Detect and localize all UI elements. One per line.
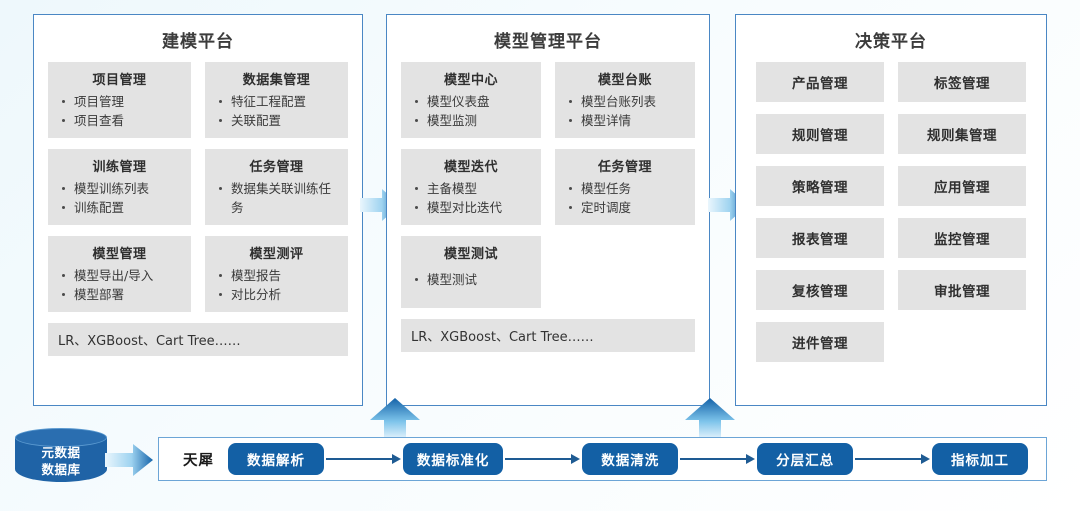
module-item-list: 项目管理 项目查看 xyxy=(56,92,183,130)
module-card-model-ledger[interactable]: 模型台账 模型台账列表 模型详情 xyxy=(555,62,695,138)
algorithms-strip-model-management: LR、XGBoost、Cart Tree…… xyxy=(401,319,695,352)
module-item[interactable]: 特征工程配置 xyxy=(219,92,340,111)
module-card-model-center[interactable]: 模型中心 模型仪表盘 模型监测 xyxy=(401,62,541,138)
module-card-model-iteration[interactable]: 模型迭代 主备模型 模型对比迭代 xyxy=(401,149,541,225)
module-card-placeholder xyxy=(555,236,695,308)
decision-button-rule-management[interactable]: 规则管理 xyxy=(756,114,884,154)
decision-button-tag-management[interactable]: 标签管理 xyxy=(898,62,1026,102)
module-title: 模型台账 xyxy=(597,73,652,88)
module-card-task-management[interactable]: 任务管理 模型任务 定时调度 xyxy=(555,149,695,225)
module-card-model-evaluation[interactable]: 模型测评 模型报告 对比分析 xyxy=(205,236,348,312)
cylinder-top xyxy=(15,428,107,447)
module-item[interactable]: 项目管理 xyxy=(62,92,183,111)
decision-button-product-management[interactable]: 产品管理 xyxy=(756,62,884,102)
arrow-pipeline-to-management xyxy=(683,396,737,442)
pipeline-connector-1 xyxy=(326,454,401,464)
pipeline-connector-4 xyxy=(855,454,930,464)
arrow-pipeline-to-modeling xyxy=(368,396,422,442)
module-card-model-management[interactable]: 模型管理 模型导出/导入 模型部署 xyxy=(48,236,191,312)
module-item[interactable]: 模型部署 xyxy=(62,285,183,304)
module-item-list: 模型报告 对比分析 xyxy=(213,266,340,304)
module-card-dataset-management[interactable]: 数据集管理 特征工程配置 关联配置 xyxy=(205,62,348,138)
module-item[interactable]: 模型详情 xyxy=(569,111,687,130)
pipeline-platform-label: 天犀 xyxy=(183,452,214,469)
panel-model-management-platform: 模型管理平台 模型中心 模型仪表盘 模型监测 模型台账 模型台账列表 模型详情 xyxy=(386,14,710,406)
module-item-list: 主备模型 模型对比迭代 xyxy=(409,179,533,217)
module-card-training-management[interactable]: 训练管理 模型训练列表 训练配置 xyxy=(48,149,191,225)
module-title: 模型管理 xyxy=(92,247,147,262)
module-item[interactable]: 模型对比迭代 xyxy=(415,198,533,217)
button-grid-decision: 产品管理 标签管理 规则管理 规则集管理 策略管理 应用管理 报表管理 监控管理… xyxy=(756,62,1026,362)
pipeline-connector-3 xyxy=(680,454,756,464)
pipeline-step-metric-processing[interactable]: 指标加工 xyxy=(932,443,1028,475)
module-title: 数据集管理 xyxy=(242,73,311,88)
module-item[interactable]: 定时调度 xyxy=(569,198,687,217)
module-item-list: 特征工程配置 关联配置 xyxy=(213,92,340,130)
decision-button-review-management[interactable]: 复核管理 xyxy=(756,270,884,310)
decision-button-intake-management[interactable]: 进件管理 xyxy=(756,322,884,362)
panel-title-decision: 决策平台 xyxy=(855,32,927,52)
module-item[interactable]: 模型仪表盘 xyxy=(415,92,533,111)
database-label-line1: 元数据 xyxy=(41,445,81,460)
module-item[interactable]: 关联配置 xyxy=(219,111,340,130)
decision-button-ruleset-management[interactable]: 规则集管理 xyxy=(898,114,1026,154)
module-title: 项目管理 xyxy=(92,73,147,88)
panel-decision-platform: 决策平台 产品管理 标签管理 规则管理 规则集管理 策略管理 应用管理 报表管理… xyxy=(735,14,1047,406)
panel-title-modeling: 建模平台 xyxy=(162,32,234,52)
panel-modeling-platform: 建模平台 项目管理 项目管理 项目查看 数据集管理 特征工程配置 关联配置 xyxy=(33,14,363,406)
database-label: 元数据 数据库 xyxy=(15,444,107,478)
module-title: 模型测试 xyxy=(443,247,498,262)
decision-button-report-management[interactable]: 报表管理 xyxy=(756,218,884,258)
module-title: 模型测评 xyxy=(249,247,304,262)
pipeline-connector-2 xyxy=(505,454,581,464)
panel-body-modeling: 项目管理 项目管理 项目查看 数据集管理 特征工程配置 关联配置 训练管理 xyxy=(34,62,362,366)
pipeline-step-data-cleaning[interactable]: 数据清洗 xyxy=(582,443,679,475)
module-item-list: 模型任务 定时调度 xyxy=(563,179,687,217)
decision-button-application-management[interactable]: 应用管理 xyxy=(898,166,1026,206)
panel-body-decision: 产品管理 标签管理 规则管理 规则集管理 策略管理 应用管理 报表管理 监控管理… xyxy=(736,62,1046,372)
module-item-list: 模型仪表盘 模型监测 xyxy=(409,92,533,130)
decision-button-monitoring-management[interactable]: 监控管理 xyxy=(898,218,1026,258)
arrow-database-to-pipeline xyxy=(103,441,155,479)
module-item[interactable]: 模型台账列表 xyxy=(569,92,687,111)
module-item-list: 模型测试 xyxy=(409,270,533,289)
module-card-project-management[interactable]: 项目管理 项目管理 项目查看 xyxy=(48,62,191,138)
metadata-database-cylinder[interactable]: 元数据 数据库 xyxy=(15,428,107,490)
pipeline-step-data-standardization[interactable]: 数据标准化 xyxy=(402,443,504,475)
module-item[interactable]: 模型监测 xyxy=(415,111,533,130)
module-item[interactable]: 模型测试 xyxy=(415,270,533,289)
panel-body-model-management: 模型中心 模型仪表盘 模型监测 模型台账 模型台账列表 模型详情 模型迭代 xyxy=(387,62,709,362)
module-item[interactable]: 主备模型 xyxy=(415,179,533,198)
decision-button-placeholder xyxy=(898,322,1026,362)
module-item-list: 模型台账列表 模型详情 xyxy=(563,92,687,130)
module-item[interactable]: 模型训练列表 xyxy=(62,179,183,198)
module-item[interactable]: 训练配置 xyxy=(62,198,183,217)
database-label-line2: 数据库 xyxy=(41,462,81,477)
pipeline-step-data-parsing[interactable]: 数据解析 xyxy=(228,443,324,475)
module-item[interactable]: 模型导出/导入 xyxy=(62,266,183,285)
module-item[interactable]: 模型报告 xyxy=(219,266,340,285)
module-item[interactable]: 模型任务 xyxy=(569,179,687,198)
module-item-list: 模型训练列表 训练配置 xyxy=(56,179,183,217)
module-title: 模型中心 xyxy=(443,73,498,88)
module-item[interactable]: 项目查看 xyxy=(62,111,183,130)
data-pipeline-container: 天犀 数据解析 数据标准化 数据清洗 分层汇总 指标加工 xyxy=(158,437,1047,481)
algorithms-strip-modeling: LR、XGBoost、Cart Tree…… xyxy=(48,323,348,356)
module-card-task-management[interactable]: 任务管理 数据集关联训练任务 xyxy=(205,149,348,225)
module-item-list: 数据集关联训练任务 xyxy=(213,179,340,217)
decision-button-approval-management[interactable]: 审批管理 xyxy=(898,270,1026,310)
module-item-list: 模型导出/导入 模型部署 xyxy=(56,266,183,304)
module-title: 任务管理 xyxy=(249,160,304,175)
module-card-model-test[interactable]: 模型测试 模型测试 xyxy=(401,236,541,308)
module-item[interactable]: 数据集关联训练任务 xyxy=(219,179,340,217)
module-grid-modeling: 项目管理 项目管理 项目查看 数据集管理 特征工程配置 关联配置 训练管理 xyxy=(48,62,348,312)
pipeline-step-layered-aggregation[interactable]: 分层汇总 xyxy=(757,443,854,475)
module-grid-model-management: 模型中心 模型仪表盘 模型监测 模型台账 模型台账列表 模型详情 模型迭代 xyxy=(401,62,695,308)
decision-button-strategy-management[interactable]: 策略管理 xyxy=(756,166,884,206)
module-title: 模型迭代 xyxy=(443,160,498,175)
module-item[interactable]: 对比分析 xyxy=(219,285,340,304)
module-title: 任务管理 xyxy=(597,160,652,175)
panel-title-model-management: 模型管理平台 xyxy=(494,32,602,52)
module-title: 训练管理 xyxy=(92,160,147,175)
